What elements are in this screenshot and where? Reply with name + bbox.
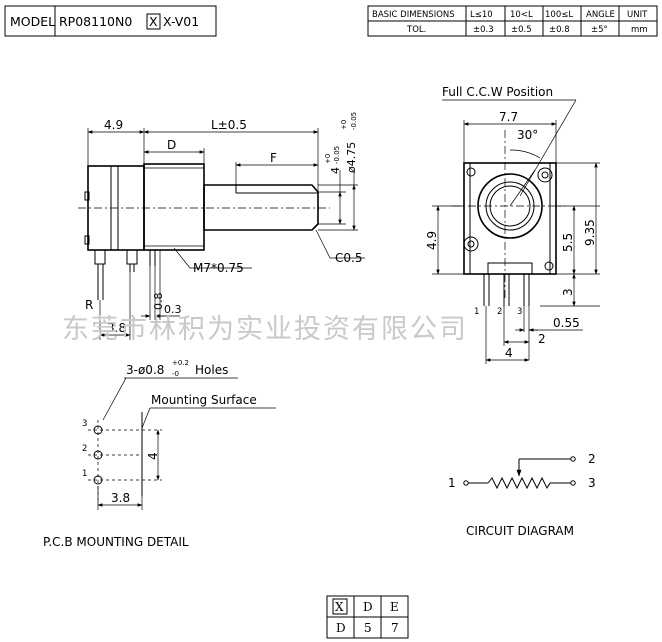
pcb-dim-3-8: 3.8 — [111, 491, 130, 505]
col-100-le-l: 100≤L — [545, 10, 573, 20]
pcb-mounting-detail: 3-ø0.8 +0.2 -0 Holes Mounting Surface 3 … — [43, 359, 276, 549]
dim-front-9-35: 9.35 — [583, 219, 597, 246]
circuit-diagram: 1 3 2 CIRCUIT DIAGRAM — [448, 452, 596, 538]
dim-side-4-9: 4.9 — [104, 118, 123, 132]
model-box — [4, 5, 217, 37]
variant-val-x: D — [336, 621, 346, 635]
bushing — [143, 163, 205, 251]
dim-side-l: L±0.5 — [211, 118, 247, 132]
dim-side-3-8: 3.8 — [107, 321, 126, 335]
front-pin-2: 2 — [497, 307, 502, 317]
dim-side-475: ø4.75 — [345, 142, 358, 173]
front-pin-1: 1 — [474, 307, 479, 317]
resistor-zigzag — [487, 476, 551, 490]
dim-front-0-55: 0.55 — [553, 316, 580, 330]
pcb-holes-suffix: Holes — [195, 363, 228, 377]
chamfer-label: C0.5 — [335, 251, 362, 265]
variant-col-x: X — [335, 600, 344, 614]
circuit-caption: CIRCUIT DIAGRAM — [466, 524, 574, 538]
tol-l-le-10: ±0.3 — [473, 25, 494, 35]
pcb-pin-1: 1 — [82, 469, 87, 479]
variant-val-e: 7 — [391, 621, 399, 635]
pcb-pin-3: 3 — [82, 419, 87, 429]
angle-30: 30° — [517, 128, 538, 142]
variant-col-d: D — [363, 600, 373, 614]
svg-text:-0.05: -0.05 — [333, 146, 341, 164]
variant-val-d: 5 — [364, 621, 372, 635]
thread-label: M7*0.75 — [193, 261, 244, 275]
circuit-pin-3: 3 — [588, 476, 596, 490]
dim-side-0-8: 0.8 — [152, 293, 165, 311]
dim-side-d: D — [167, 138, 176, 152]
variant-col-e: E — [390, 600, 399, 614]
model-variant-box — [146, 13, 161, 30]
pcb-dim-4: 4 — [146, 452, 160, 460]
side-view: 4.9 L±0.5 D F 4 +0 -0.05 ø4.75 +0 -0.05 … — [78, 112, 365, 340]
dim-side-4: 4 — [329, 167, 342, 174]
dim-side-0-3: 0.3 — [164, 303, 182, 316]
circuit-pin-2: 2 — [588, 452, 596, 466]
svg-text:-0.05: -0.05 — [350, 112, 358, 130]
dim-front-5-5: 5.5 — [561, 233, 575, 252]
pcb-caption: P.C.B MOUNTING DETAIL — [43, 535, 189, 549]
shaft-outer-circle — [477, 173, 543, 239]
tol-10-lt-l: ±0.5 — [511, 25, 532, 35]
dim-front-7-7: 7.7 — [499, 110, 518, 124]
col-unit: UNIT — [627, 10, 648, 20]
front-pin-3: 3 — [517, 307, 522, 317]
dim-front-4-9: 4.9 — [425, 231, 439, 250]
front-housing — [463, 162, 557, 275]
dim-side-f: F — [270, 151, 277, 165]
model-suffix: X-V01 — [163, 14, 199, 29]
col-l-le-10: L≤10 — [470, 10, 493, 20]
dim-front-4: 4 — [505, 346, 513, 360]
col-basic-dimensions: BASIC DIMENSIONS — [372, 10, 455, 20]
pcb-holes-tol-plus: +0.2 — [172, 359, 189, 367]
col-angle: ANGLE — [586, 10, 615, 20]
dim-front-2: 2 — [538, 332, 546, 346]
front-title: Full C.C.W Position — [442, 85, 553, 99]
pcb-holes-tol-minus: -0 — [172, 370, 179, 378]
tolerance-table: BASIC DIMENSIONS L≤10 10<L 100≤L ANGLE U… — [367, 5, 658, 37]
shaft — [203, 184, 319, 231]
tol-angle: ±5° — [591, 25, 608, 35]
pcb-pin-2: 2 — [82, 444, 87, 454]
row-tol-label: TOL. — [406, 25, 426, 35]
pcb-holes: 3-ø0.8 — [126, 363, 164, 377]
pin-r-label: R — [85, 298, 93, 312]
col-10-lt-l: 10<L — [510, 10, 533, 20]
dim-front-3: 3 — [561, 288, 575, 296]
dim-side-475-tol: +0 — [340, 120, 348, 130]
circuit-pin-1: 1 — [448, 476, 456, 490]
title-block: MODEL RP08110N0 X X-V01 — [4, 5, 217, 37]
watermark: 东莞市林积为实业投资有限公司 — [62, 314, 468, 345]
model-variant: X — [149, 14, 158, 29]
front-view: Full C.C.W Position 30° 7.7 4.9 — [425, 85, 600, 364]
model-label: MODEL — [10, 14, 55, 29]
model-prefix: RP08110N0 — [59, 14, 132, 29]
variant-table: X D E D 5 7 — [326, 595, 409, 639]
pcb-surface: Mounting Surface — [151, 393, 257, 407]
dim-side-4-tol: +0 — [324, 154, 332, 164]
tol-unit: mm — [631, 25, 648, 35]
tol-100-le-l: ±0.8 — [549, 25, 570, 35]
